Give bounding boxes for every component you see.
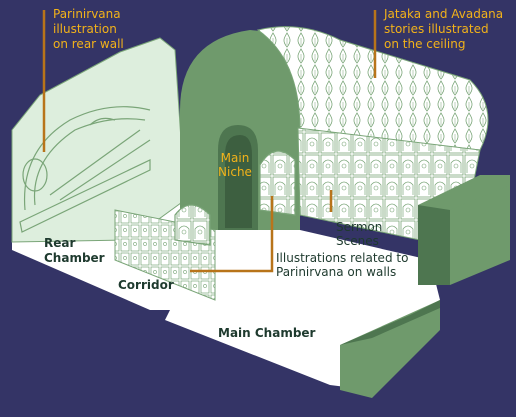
label-parinirvana-rear-line1: Parinirvana: [53, 7, 121, 21]
label-main-niche: Main Niche: [218, 151, 252, 179]
label-rear-chamber-line1: Rear: [44, 236, 75, 250]
main-chamber-arch-pattern: [260, 151, 295, 215]
label-parinirvana-rear-line2: illustration: [53, 22, 117, 36]
label-sermon-scenes: Sermon Scenes: [336, 220, 382, 248]
corridor-arch-pattern: [175, 205, 210, 245]
main-niche-inner: [225, 135, 252, 228]
label-jataka-line3: on the ceiling: [384, 37, 465, 51]
label-parinirvana-rear: Parinirvana illustration on rear wall: [53, 7, 124, 51]
callout-lines: [42, 10, 377, 273]
label-rear-chamber: Rear Chamber: [44, 236, 105, 265]
label-parinirvana-walls-line2: Parinirvana on walls: [276, 265, 396, 279]
ceiling-pattern: [258, 26, 488, 151]
right-block-face: [418, 205, 450, 285]
label-corridor: Corridor: [118, 278, 174, 292]
front-slab: [340, 300, 440, 398]
label-parinirvana-rear-line3: on rear wall: [53, 37, 124, 51]
label-main-niche-line2: Niche: [218, 165, 252, 179]
right-block-side: [450, 185, 510, 285]
label-rear-chamber-line2: Chamber: [44, 251, 105, 265]
label-jataka-line1: Jataka and Avadana: [383, 7, 503, 21]
label-parinirvana-walls-line1: Illustrations related to: [276, 251, 408, 265]
reclining-buddha: [19, 106, 151, 233]
label-sermon-line2: Scenes: [336, 234, 379, 248]
label-jataka-line2: stories illustrated: [384, 22, 489, 36]
label-parinirvana-walls: Illustrations related to Parinirvana on …: [276, 251, 408, 279]
label-main-chamber: Main Chamber: [218, 326, 316, 340]
label-main-niche-line1: Main: [221, 151, 250, 165]
label-sermon-line1: Sermon: [336, 220, 382, 234]
rear-chamber-wall: [11, 37, 186, 243]
label-jataka-ceiling: Jataka and Avadana stories illustrated o…: [383, 7, 503, 51]
